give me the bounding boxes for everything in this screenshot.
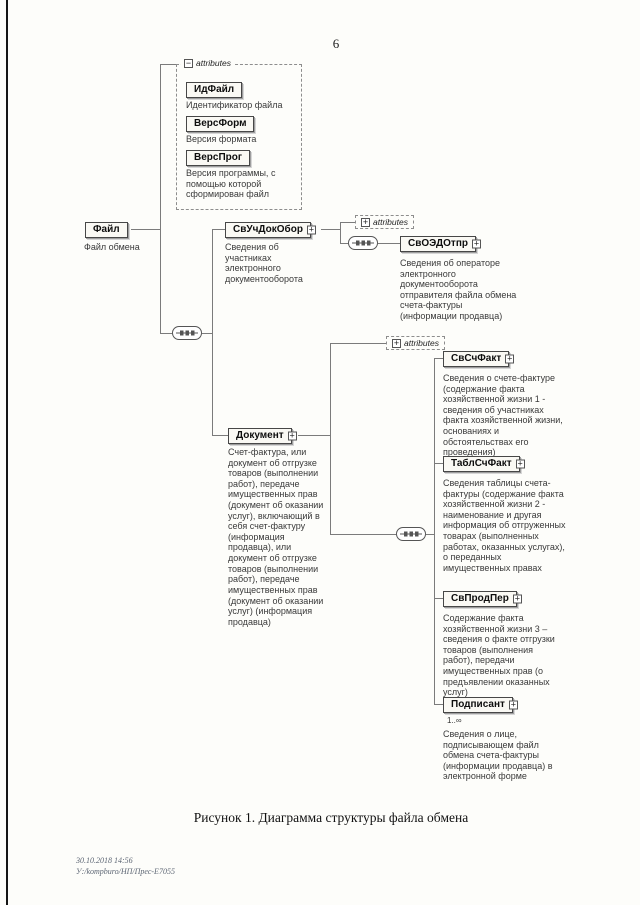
attribute-idfayl-annotation: Идентификатор файла [186, 100, 283, 110]
connector [298, 435, 330, 436]
element-svprodper: СвПродПер + [443, 591, 522, 607]
element-podpisant-annotation: Сведения о лице, подписывающем файл обме… [443, 729, 553, 782]
expand-icon: + [287, 430, 297, 441]
element-svuchdokobor-annotation: Сведения об участниках электронного доку… [225, 242, 303, 284]
connector [340, 222, 355, 223]
connector [340, 243, 348, 244]
attributes-collapsed: + attributes [386, 336, 445, 350]
attributes-frame-tab: − attributes [181, 58, 234, 68]
connector [160, 333, 172, 334]
scan-edge-line [6, 0, 8, 905]
sequence-icon [348, 236, 378, 255]
element-tablschfakt-annotation: Сведения таблицы счета-фактуры (содержан… [443, 478, 566, 573]
element-fayl-label: Файл [93, 224, 120, 235]
connector [202, 333, 212, 334]
connector [330, 534, 396, 535]
connector [340, 222, 341, 243]
cardinality-label: 1..∞ [447, 716, 462, 725]
attribute-idfayl-label: ИдФайл [194, 84, 235, 95]
element-fayl: Файл [85, 222, 128, 238]
attribute-versform-label: ВерсФорм [194, 118, 247, 129]
collapse-icon: − [184, 57, 193, 68]
connector [434, 598, 443, 599]
sequence-icon [396, 527, 426, 546]
element-dokument-label: Документ [236, 430, 284, 441]
element-svuchdokobor-label: СвУчДокОбор [233, 224, 303, 235]
element-svprodper-label: СвПродПер [451, 593, 509, 604]
page-number: 6 [332, 36, 340, 51]
connector [160, 64, 176, 65]
expand-icon: + [361, 216, 370, 227]
element-dokument-annotation: Счет-фактура, или документ об отгрузке т… [228, 447, 324, 627]
attribute-versprog-label: ВерсПрог [194, 152, 243, 163]
connector [434, 704, 443, 705]
expand-icon: + [512, 593, 522, 604]
element-podpisant-label: Подписант [451, 699, 505, 710]
attribute-versform: ВерсФорм [186, 116, 255, 132]
figure-caption: Рисунок 1. Диаграмма структуры файла обм… [193, 810, 469, 825]
footer-note: 30.10.2018 14:56 У:/kompburo/НП/Прес-Е70… [76, 855, 175, 877]
attribute-idfayl: ИдФайл [186, 82, 243, 98]
expand-icon: + [505, 353, 515, 364]
connector [330, 343, 331, 534]
footer-timestamp: 30.10.2018 14:56 [76, 856, 133, 865]
element-fayl-annotation: Файл обмена [84, 242, 140, 252]
element-dokument: Документ + [228, 428, 297, 444]
sequence-icon [172, 326, 202, 345]
attributes-label: attributes [404, 338, 439, 348]
connector [434, 358, 435, 705]
connector [212, 435, 228, 436]
attribute-versform-annotation: Версия формата [186, 134, 257, 144]
connector [212, 229, 213, 435]
connector [434, 463, 443, 464]
footer-path: У:/kompburo/НП/Прес-Е7055 [76, 867, 175, 877]
element-podpisant: Подписант + [443, 697, 518, 716]
element-svuchdokobor: СвУчДокОбор + [225, 222, 316, 238]
attribute-versprog: ВерсПрог [186, 150, 251, 166]
connector [321, 229, 340, 230]
connector [131, 229, 160, 230]
connector [212, 229, 225, 230]
connector [330, 343, 386, 344]
element-svschfakt: СвСчФакт + [443, 351, 515, 367]
expand-icon: + [515, 458, 525, 469]
connector [160, 64, 161, 333]
attribute-versprog-annotation: Версия программы, с помощью которой сфор… [186, 168, 276, 200]
expand-icon: + [306, 224, 316, 235]
element-svschfakt-annotation: Сведения о счете-фактуре (содержание фак… [443, 373, 563, 458]
expand-icon: + [471, 238, 481, 249]
attributes-frame [176, 64, 302, 210]
element-svprodper-annotation: Содержание факта хозяйственной жизни 3 –… [443, 613, 555, 698]
attributes-label: attributes [196, 58, 231, 68]
connector [434, 358, 443, 359]
element-tablschfakt-label: ТаблСчФакт [451, 458, 512, 469]
attributes-collapsed: + attributes [355, 215, 414, 229]
expand-icon: + [392, 337, 401, 348]
element-svoedotpr-annotation: Сведения об операторе электронного докум… [400, 258, 517, 322]
element-svoedotpr: СвОЭДОтпр + [400, 236, 481, 252]
element-tablschfakt: ТаблСчФакт + [443, 456, 525, 472]
attributes-label: attributes [373, 217, 408, 227]
element-svoedotpr-label: СвОЭДОтпр [408, 238, 468, 249]
expand-icon: + [508, 699, 518, 710]
connector [378, 243, 400, 244]
element-svschfakt-label: СвСчФакт [451, 353, 502, 364]
connector [426, 534, 434, 535]
